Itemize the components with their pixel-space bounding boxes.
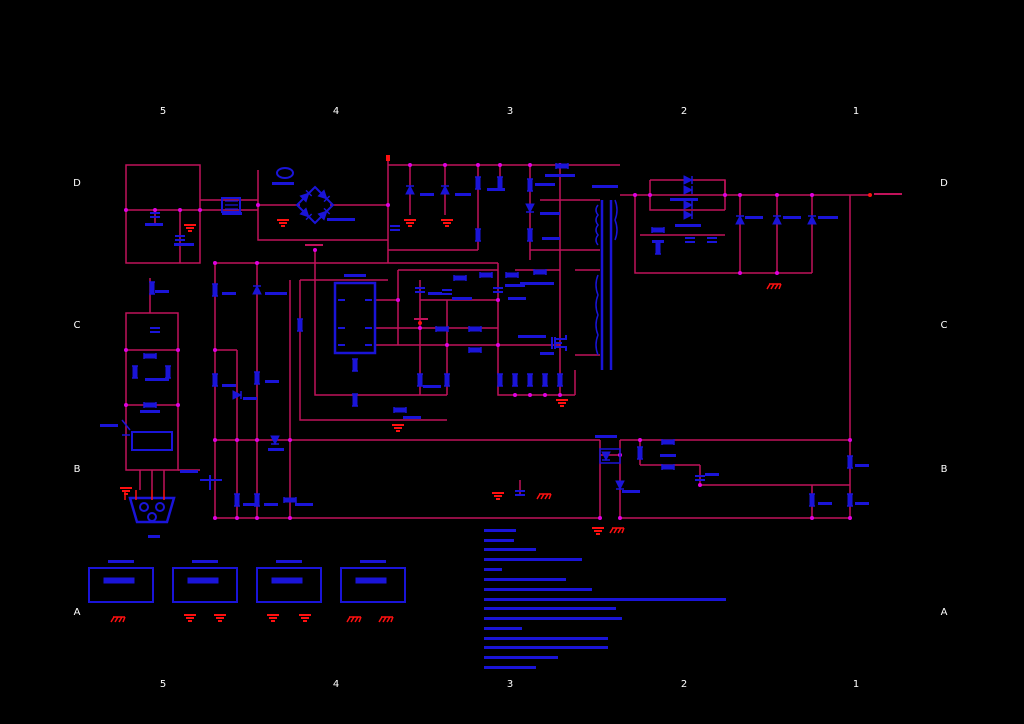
mounting-block <box>256 567 322 603</box>
row-label-left: B <box>73 464 81 475</box>
row-label-left: C <box>73 320 81 331</box>
mounting-block <box>172 567 238 603</box>
column-label-bottom: 2 <box>680 679 688 690</box>
column-label-top: 3 <box>506 106 514 117</box>
component-designator-marks <box>100 174 902 563</box>
column-label-top: 1 <box>852 106 860 117</box>
column-label-bottom: 3 <box>506 679 514 690</box>
power-transformer <box>595 199 618 370</box>
column-label-bottom: 5 <box>159 679 167 690</box>
column-label-top: 5 <box>159 106 167 117</box>
column-label-top: 2 <box>680 106 688 117</box>
row-label-left: D <box>73 178 81 189</box>
components <box>88 162 854 603</box>
column-label-bottom: 1 <box>852 679 860 690</box>
column-label-top: 4 <box>332 106 340 117</box>
column-label-bottom: 4 <box>332 679 340 690</box>
mounting-block <box>88 567 154 603</box>
power-mosfet <box>551 335 567 351</box>
row-label-right: B <box>940 464 948 475</box>
row-label-right: A <box>940 607 948 618</box>
notes-block <box>484 529 726 669</box>
net-flags <box>124 155 872 500</box>
pfc-controller-ic <box>333 281 377 355</box>
mounting-block <box>340 567 406 603</box>
junction-nodes <box>124 163 852 520</box>
row-label-right: D <box>940 178 948 189</box>
relay-block <box>131 431 173 451</box>
row-label-left: A <box>73 607 81 618</box>
bridge-rectifier <box>295 185 335 225</box>
input-connector <box>128 496 176 524</box>
row-label-right: C <box>940 320 948 331</box>
optocoupler <box>599 448 621 464</box>
